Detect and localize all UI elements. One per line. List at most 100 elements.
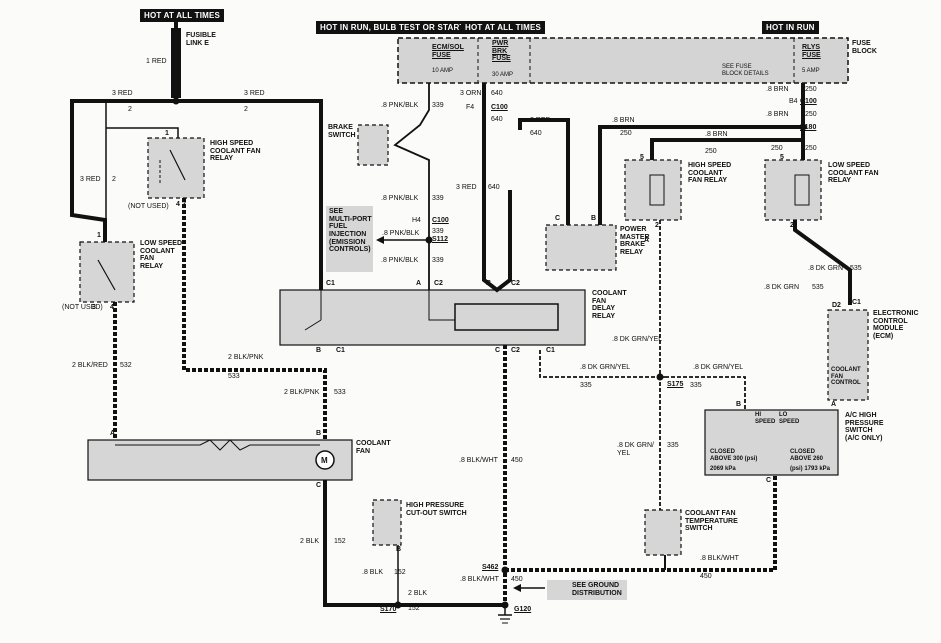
fuse3-amp: 5 AMP	[802, 68, 820, 74]
ac-hi-label: HI SPEED	[755, 412, 776, 425]
wl-dkgrnyel-d: .8 DK GRN/ YEL	[617, 442, 654, 457]
s180-dot	[799, 123, 807, 131]
wire-250-pmb	[598, 125, 803, 225]
ac-closed-hi: CLOSED ABOVE 300 (psi)	[710, 449, 758, 462]
wl-3red-640: 3 RED	[456, 184, 477, 191]
not-used-1: (NOT USED)	[128, 203, 169, 210]
brake-switch-label: BRAKE SWITCH	[328, 124, 356, 139]
wl-pnkblk-c: .8 PNK/BLK	[382, 230, 420, 237]
term-b5: B	[736, 401, 742, 408]
fuse2-label: PWR BRK FUSE	[492, 40, 511, 63]
s462-dot	[501, 566, 509, 574]
wl-blkwht-b: .8 BLK/WHT	[460, 576, 499, 583]
ecm-label: ELECTRONIC CONTROL MODULE (ECM)	[873, 310, 919, 341]
wl-533-a: 533	[228, 373, 240, 380]
wl-2-c: 2	[112, 176, 116, 183]
wire-640-top	[518, 118, 570, 225]
term-1b: 1	[97, 232, 101, 239]
wl-3red-top: 3 RED	[530, 117, 551, 124]
term-c5: C	[555, 215, 561, 222]
wl-250-d: 250	[805, 111, 817, 118]
pmb-relay-box	[545, 224, 617, 271]
wl-blkwht-c: .8 BLK/WHT	[700, 555, 739, 562]
term-b2: B	[316, 347, 322, 354]
wire-535	[793, 220, 852, 305]
wire-335-left	[539, 350, 665, 378]
wl-blkpnk-b: 2 BLK/PNK	[284, 389, 320, 396]
wl-3orn: 3 ORN	[460, 90, 482, 97]
wl-640-a: 640	[491, 90, 503, 97]
wl-533-b: 533	[334, 389, 346, 396]
wl-532: 532	[120, 362, 132, 369]
wl-brn-d: .8 BRN	[766, 111, 789, 118]
wl-339-d: 339	[432, 257, 444, 264]
wl-brn-a: .8 BRN	[612, 117, 635, 124]
wl-339-a: 339	[432, 102, 444, 109]
term-4b: 4	[110, 304, 114, 311]
hs-relay-left-box	[147, 137, 205, 199]
fusible-link-label: FUSIBLE LINK E	[186, 32, 216, 47]
wl-335-b: 335	[690, 382, 702, 389]
header-hot-all-left: HOT AT ALL TIMES	[140, 9, 225, 22]
wire-335-right	[665, 376, 746, 410]
wl-blk-a: 2 BLK	[300, 538, 320, 545]
term-5b: 5	[780, 154, 784, 161]
wire-3red-right	[176, 99, 323, 290]
wl-3red-a: 3 RED	[112, 90, 133, 97]
wl-dkgrn-a: .8 DK GRN	[808, 265, 844, 272]
wl-335-a: 335	[580, 382, 592, 389]
fuse3-label: RLYS FUSE	[802, 44, 821, 59]
ground-dist-box	[547, 580, 627, 600]
ground-arrow	[513, 584, 521, 592]
c100-c: C100	[800, 98, 817, 105]
wl-250-c: 250	[805, 86, 817, 93]
fuse2-amp: 30 AMP	[492, 72, 514, 78]
term-c3: C	[495, 347, 501, 354]
wl-450-b: 450	[511, 576, 523, 583]
hs-relay-right-coil	[649, 174, 665, 206]
hp-cutout-label: HIGH PRESSURE CUT-OUT SWITCH	[406, 502, 467, 517]
ls-relay-right-box	[764, 159, 822, 221]
fusible-link-body	[171, 28, 181, 98]
ls-relay-right-label: LOW SPEED COOLANT FAN RELAY	[828, 162, 879, 185]
fuse1-amp: 10 AMP	[432, 68, 454, 74]
ls-relay-left-switch	[97, 259, 116, 291]
delay-relay-module	[454, 303, 559, 331]
term-b6: B	[396, 546, 402, 553]
svg-text:M: M	[321, 456, 328, 465]
wire-2-to-hsr	[106, 127, 179, 138]
wire-533	[182, 198, 327, 440]
coolant-fan-box	[87, 439, 353, 481]
ac-closed-lo-kpa: (psi) 1793 kPa	[790, 466, 831, 472]
ecm-inner-label: COOLANT FAN CONTROL	[831, 367, 861, 387]
mpfi-box	[326, 206, 373, 272]
s462: S462	[482, 564, 499, 571]
fuse1-label: ECM/SOL FUSE	[432, 44, 464, 59]
ls-relay-left-label: LOW SPEED COOLANT FAN RELAY	[140, 240, 183, 271]
wl-250-b: 250	[705, 148, 717, 155]
not-used-2: (NOT USED)	[62, 304, 103, 311]
wire-2-left	[105, 100, 176, 242]
wl-535-b: 535	[812, 284, 824, 291]
mpfi-label: SEE MULTI-PORT FUEL INJECTION (EMISSION …	[329, 208, 372, 254]
wire-450-right	[505, 475, 777, 572]
wl-3red-b: 3 RED	[244, 90, 265, 97]
ac-switch-box	[704, 409, 839, 476]
term-d2: D2	[832, 302, 841, 309]
f4: F4	[466, 104, 475, 111]
term-c7: C	[766, 477, 772, 484]
wl-blkpnk-a: 2 BLK/PNK	[228, 354, 264, 361]
term-c2a: C2	[434, 280, 443, 287]
wl-250-a: 250	[620, 130, 632, 137]
s170-dot	[394, 601, 402, 609]
c100-b: C100	[432, 217, 449, 224]
term-a2: A	[110, 430, 116, 437]
term-c2c: C2	[511, 347, 520, 354]
term-c1a: C1	[326, 280, 335, 287]
ac-closed-lo: CLOSED ABOVE 260	[790, 449, 824, 462]
wl-blkwht-a: .8 BLK/WHT	[459, 457, 498, 464]
coolant-fan-motor	[315, 450, 335, 470]
wl-2-a: 2	[128, 106, 132, 113]
delay-relay-label: COOLANT FAN DELAY RELAY	[592, 290, 627, 321]
